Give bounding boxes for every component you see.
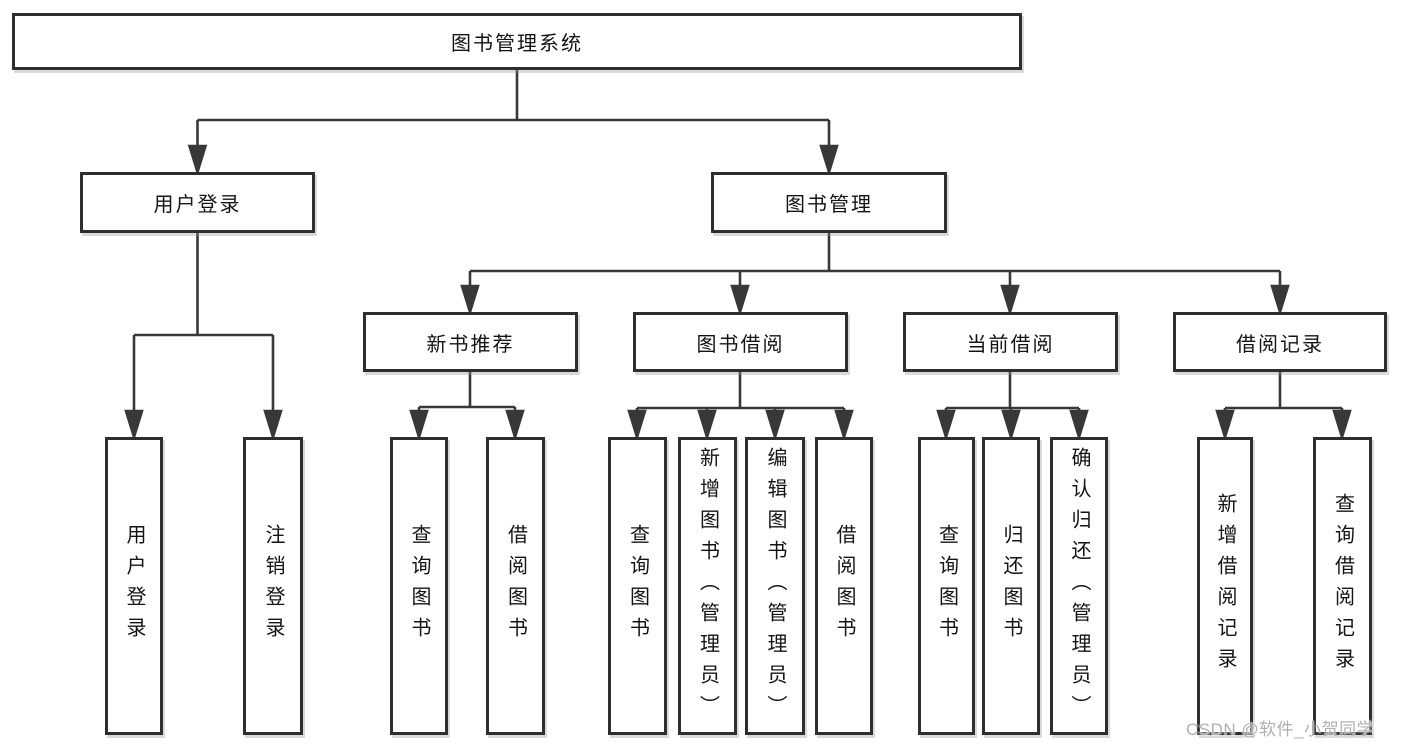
arrowhead	[936, 409, 956, 442]
arrowhead	[1000, 284, 1020, 317]
node-leaf-user-login: 用户登录	[105, 437, 163, 735]
connector-book-management-to-children	[460, 233, 1290, 317]
arrowhead	[627, 409, 647, 442]
arrowhead	[263, 409, 283, 442]
arrowhead	[409, 409, 429, 442]
connector-book-borrow-to-children	[627, 372, 854, 442]
node-leaf-query-books-current-label: 查询图书	[935, 524, 958, 648]
node-leaf-add-borrow-record: 新增借阅记录	[1197, 437, 1253, 735]
arrowhead	[505, 409, 525, 442]
node-leaf-query-books-recommend: 查询图书	[390, 437, 448, 735]
connector-root-to-level2	[187, 70, 839, 177]
node-new-book-recommend: 新书推荐	[363, 312, 578, 372]
node-book-borrow-label: 图书借阅	[696, 333, 785, 356]
connector-new-book-to-children	[409, 372, 525, 442]
connector-current-borrow-to-children	[936, 372, 1089, 442]
connector-user-login-to-children	[124, 233, 283, 442]
node-leaf-borrow-books-recommend-label: 借阅图书	[504, 524, 527, 648]
arrowhead	[1215, 409, 1235, 442]
node-leaf-query-books-recommend-label: 查询图书	[408, 524, 430, 648]
arrowhead	[1270, 284, 1290, 317]
node-book-management-label: 图书管理	[785, 194, 873, 216]
node-new-book-recommend-label: 新书推荐	[426, 333, 515, 356]
arrowhead	[765, 409, 785, 442]
node-leaf-borrow-books-recommend: 借阅图书	[486, 437, 545, 735]
node-borrow-records-label: 借阅记录	[1236, 333, 1324, 356]
node-leaf-add-books-admin-label: 新增图书（管理员）	[696, 446, 719, 726]
arrowhead	[730, 284, 750, 317]
node-leaf-query-books-current: 查询图书	[918, 437, 975, 735]
arrowhead	[187, 144, 208, 177]
arrowhead	[1069, 409, 1089, 442]
node-user-login: 用户登录	[80, 172, 315, 233]
node-book-management: 图书管理	[711, 172, 947, 233]
arrowhead	[1332, 409, 1352, 442]
csdn-watermark: CSDN @软件_小贺同学	[1186, 720, 1375, 739]
node-leaf-user-login-label: 用户登录	[123, 524, 145, 648]
node-leaf-borrow-books: 借阅图书	[815, 437, 873, 735]
node-system-root: 图书管理系统	[12, 13, 1022, 70]
node-current-borrow-label: 当前借阅	[966, 333, 1055, 356]
node-leaf-return-books-label: 归还图书	[1000, 524, 1022, 648]
node-leaf-query-borrow-record: 查询借阅记录	[1313, 437, 1372, 735]
node-leaf-edit-books-admin-label: 编辑图书（管理员）	[764, 446, 786, 726]
arrowhead	[819, 144, 839, 177]
arrowhead	[124, 409, 144, 442]
node-leaf-borrow-books-label: 借阅图书	[833, 524, 855, 648]
arrowhead	[697, 409, 717, 442]
node-leaf-add-borrow-record-label: 新增借阅记录	[1214, 493, 1236, 679]
node-borrow-records: 借阅记录	[1173, 312, 1387, 372]
node-leaf-confirm-return-admin-label: 确认归还（管理员）	[1068, 446, 1090, 726]
node-user-login-label: 用户登录	[153, 194, 242, 216]
node-leaf-edit-books-admin: 编辑图书（管理员）	[745, 437, 805, 735]
node-leaf-logout-label: 注销登录	[262, 524, 284, 648]
node-leaf-add-books-admin: 新增图书（管理员）	[678, 437, 737, 735]
connector-borrow-records-to-children	[1215, 372, 1352, 442]
node-leaf-query-borrow-record-label: 查询借阅记录	[1331, 493, 1354, 679]
node-leaf-query-books-borrow-label: 查询图书	[626, 524, 649, 648]
node-leaf-query-books-borrow: 查询图书	[608, 437, 667, 735]
arrowhead	[460, 284, 480, 317]
node-leaf-confirm-return-admin: 确认归还（管理员）	[1050, 437, 1108, 735]
arrowhead	[834, 409, 854, 442]
node-leaf-return-books: 归还图书	[982, 437, 1040, 735]
arrowhead	[1001, 409, 1021, 442]
node-system-root-label: 图书管理系统	[451, 33, 583, 55]
node-leaf-logout: 注销登录	[243, 437, 303, 735]
node-book-borrow: 图书借阅	[633, 312, 848, 372]
node-current-borrow: 当前借阅	[903, 312, 1118, 372]
